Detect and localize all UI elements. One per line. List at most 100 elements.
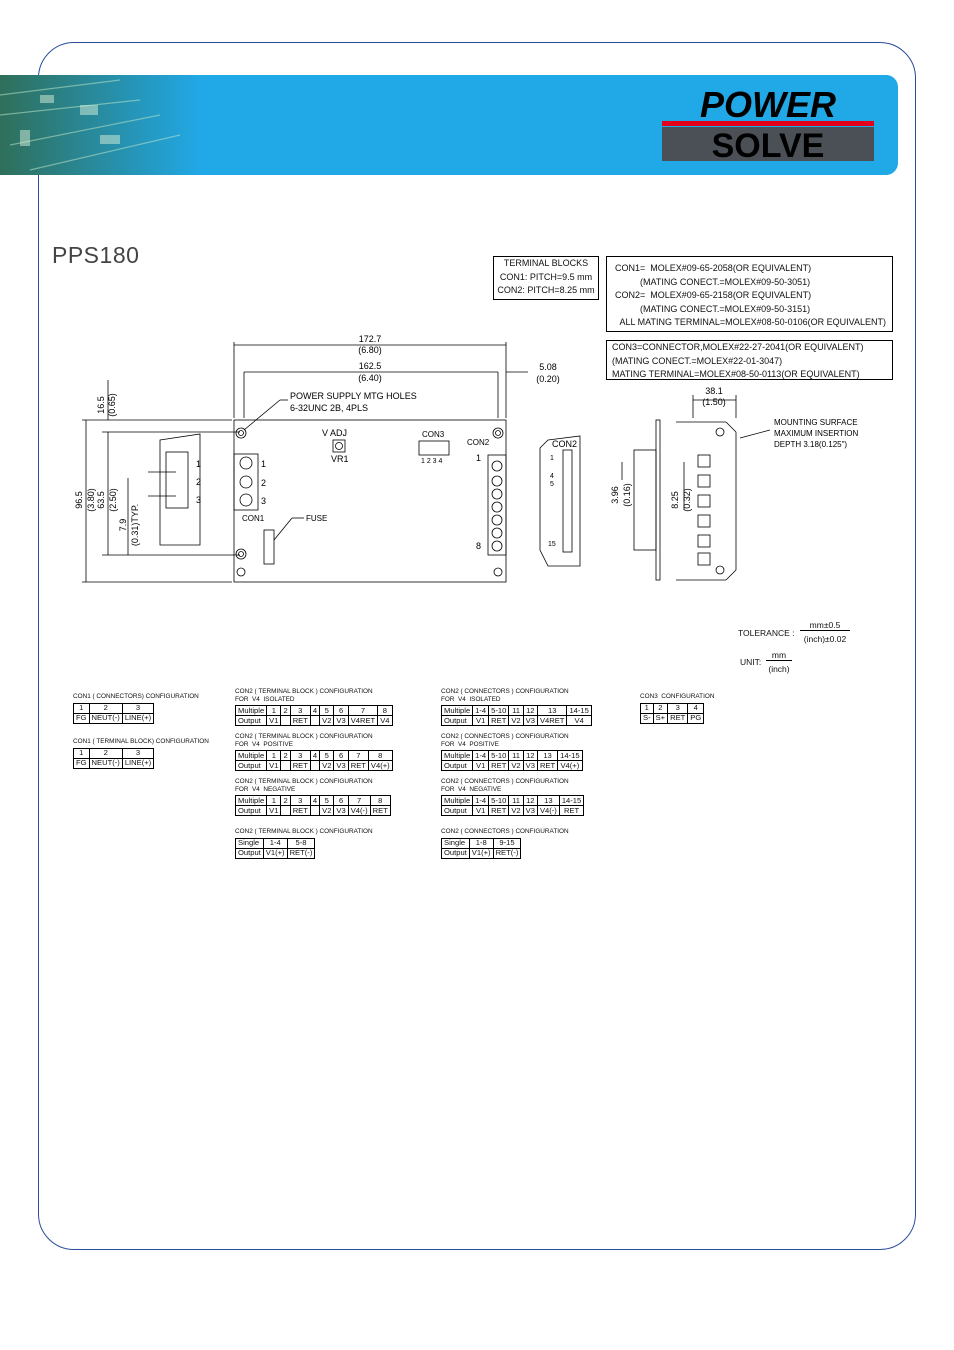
table-cell: 2 (652, 702, 669, 714)
page-frame (38, 42, 916, 1250)
v-adj-label: V ADJ (322, 428, 347, 438)
table-cell: RET (536, 760, 559, 772)
table-cell: RET (558, 805, 585, 817)
table-cell: Multiple (440, 750, 474, 762)
table-cell: 14-15 (558, 795, 585, 807)
circuit-board-image (0, 75, 200, 175)
table-cell: 11 (508, 750, 524, 762)
table-cell: 1-4 (472, 705, 490, 717)
table-cell: V2 (319, 715, 335, 727)
table-cell: 6 (333, 750, 349, 762)
table-cell (280, 760, 291, 772)
table-cell: V3 (522, 805, 538, 817)
table-cell: V4(-) (347, 805, 371, 817)
table-cell: 5-8 (286, 837, 316, 849)
table-cell: V1 (472, 760, 490, 772)
fuse-label: FUSE (306, 514, 327, 523)
table-cell: 13 (536, 795, 560, 807)
spec-line: (MATING CONECT.=MOLEX#09-50-3151) (615, 303, 811, 314)
table-cell: RET(-) (286, 847, 316, 859)
table-cell: Multiple (440, 705, 474, 717)
table-cell: V1(+) (468, 847, 494, 859)
unit-label: UNIT: (740, 657, 762, 667)
table-cell: V4 (377, 715, 393, 727)
table-caption: CON2 ( CONNECTORS ) CONFIGURATION FOR V4… (441, 688, 569, 703)
table-caption: CON3 CONFIGURATION (640, 693, 715, 700)
tolerance-inch: (inch)±0.02 (803, 634, 847, 644)
config-table-block: CON2 ( CONNECTORS ) CONFIGURATION FOR V4… (440, 778, 585, 817)
dim-79: 7.9 (118, 519, 128, 532)
table-cell: V3 (522, 715, 538, 727)
side-pin-3: 3 (196, 495, 201, 505)
spec-line: MATING TERMINAL=MOLEX#08-50-0113(OR EQUI… (612, 369, 860, 379)
con1-pin-3: 3 (261, 496, 266, 506)
dim-165-inch: (0.65) (107, 393, 117, 417)
table-cell: 3 (289, 795, 311, 807)
con2-side-pin-5: 5 (550, 481, 554, 488)
table-cell: 6 (333, 795, 349, 807)
table-cell: Single (235, 837, 264, 849)
tolerance-mm: mm±0.5 (800, 620, 850, 631)
table-cell: V3 (333, 805, 349, 817)
table-cell: RET (488, 760, 510, 772)
table-cell: 3 (289, 705, 311, 717)
config-table-block: CON2 ( CONNECTORS ) CONFIGURATION FOR V4… (440, 733, 583, 772)
dim-396: 3.96 (610, 486, 620, 504)
spec-line: (MATING CONECT.=MOLEX#09-50-3051) (615, 276, 811, 287)
table-cell: 8 (369, 795, 391, 807)
table-cell: 3 (121, 702, 155, 714)
spec-line: CON1= MOLEX#09-65-2058(OR EQUIVALENT) (615, 263, 812, 273)
table-cell: V1 (266, 760, 282, 772)
table-cell: 2 (280, 705, 291, 717)
table-cell: V3 (333, 760, 349, 772)
dim-172-inch: (6.80) (358, 345, 382, 355)
dim-965: 96.5 (74, 491, 84, 509)
table-caption: CON1 ( CONNECTORS) CONFIGURATION (73, 693, 199, 700)
terminal-blocks-line: CON1: PITCH=9.5 mm (499, 271, 593, 282)
table-cell: V2 (319, 805, 335, 817)
logo-solve-text: SOLVE (712, 127, 825, 161)
table-cell: 5 (319, 795, 335, 807)
dim-381: 38.1 (705, 386, 723, 396)
con3-pins: 1 2 3 4 (421, 458, 443, 465)
table-cell: Multiple (234, 795, 268, 807)
table-cell: Output (440, 805, 474, 817)
terminal-blocks-line: CON2: PITCH=8.25 mm (497, 285, 595, 295)
table-cell (280, 805, 291, 817)
table-cell: 14-15 (557, 750, 583, 762)
table-caption: CON2 ( TERMINAL BLOCK ) CONFIGURATION FO… (235, 778, 373, 793)
table-cell: V2 (319, 760, 335, 772)
table-caption: CON1 ( TERMINAL BLOCK) CONFIGURATION (73, 738, 209, 745)
tolerance-label: TOLERANCE : (738, 628, 795, 638)
con2-side-label: CON2 (552, 439, 577, 449)
table-cell: Output (234, 760, 268, 772)
terminal-blocks-box: TERMINAL BLOCKS CON1: PITCH=9.5 mm CON2:… (493, 256, 599, 300)
table-cell: Multiple (234, 750, 268, 762)
table-cell: V2 (508, 805, 524, 817)
table-cell (309, 760, 321, 772)
con1-pin-1: 1 (261, 459, 266, 469)
table-cell: V4(+) (367, 760, 393, 772)
table-cell: 12 (522, 795, 538, 807)
table-cell: FG (73, 712, 90, 724)
spec-line: ALL MATING TERMINAL=MOLEX#08-50-0106(OR … (615, 317, 887, 327)
table-cell: 3 (121, 747, 155, 759)
table-cell: 5-10 (488, 750, 510, 762)
table-cell: V1 (472, 715, 490, 727)
